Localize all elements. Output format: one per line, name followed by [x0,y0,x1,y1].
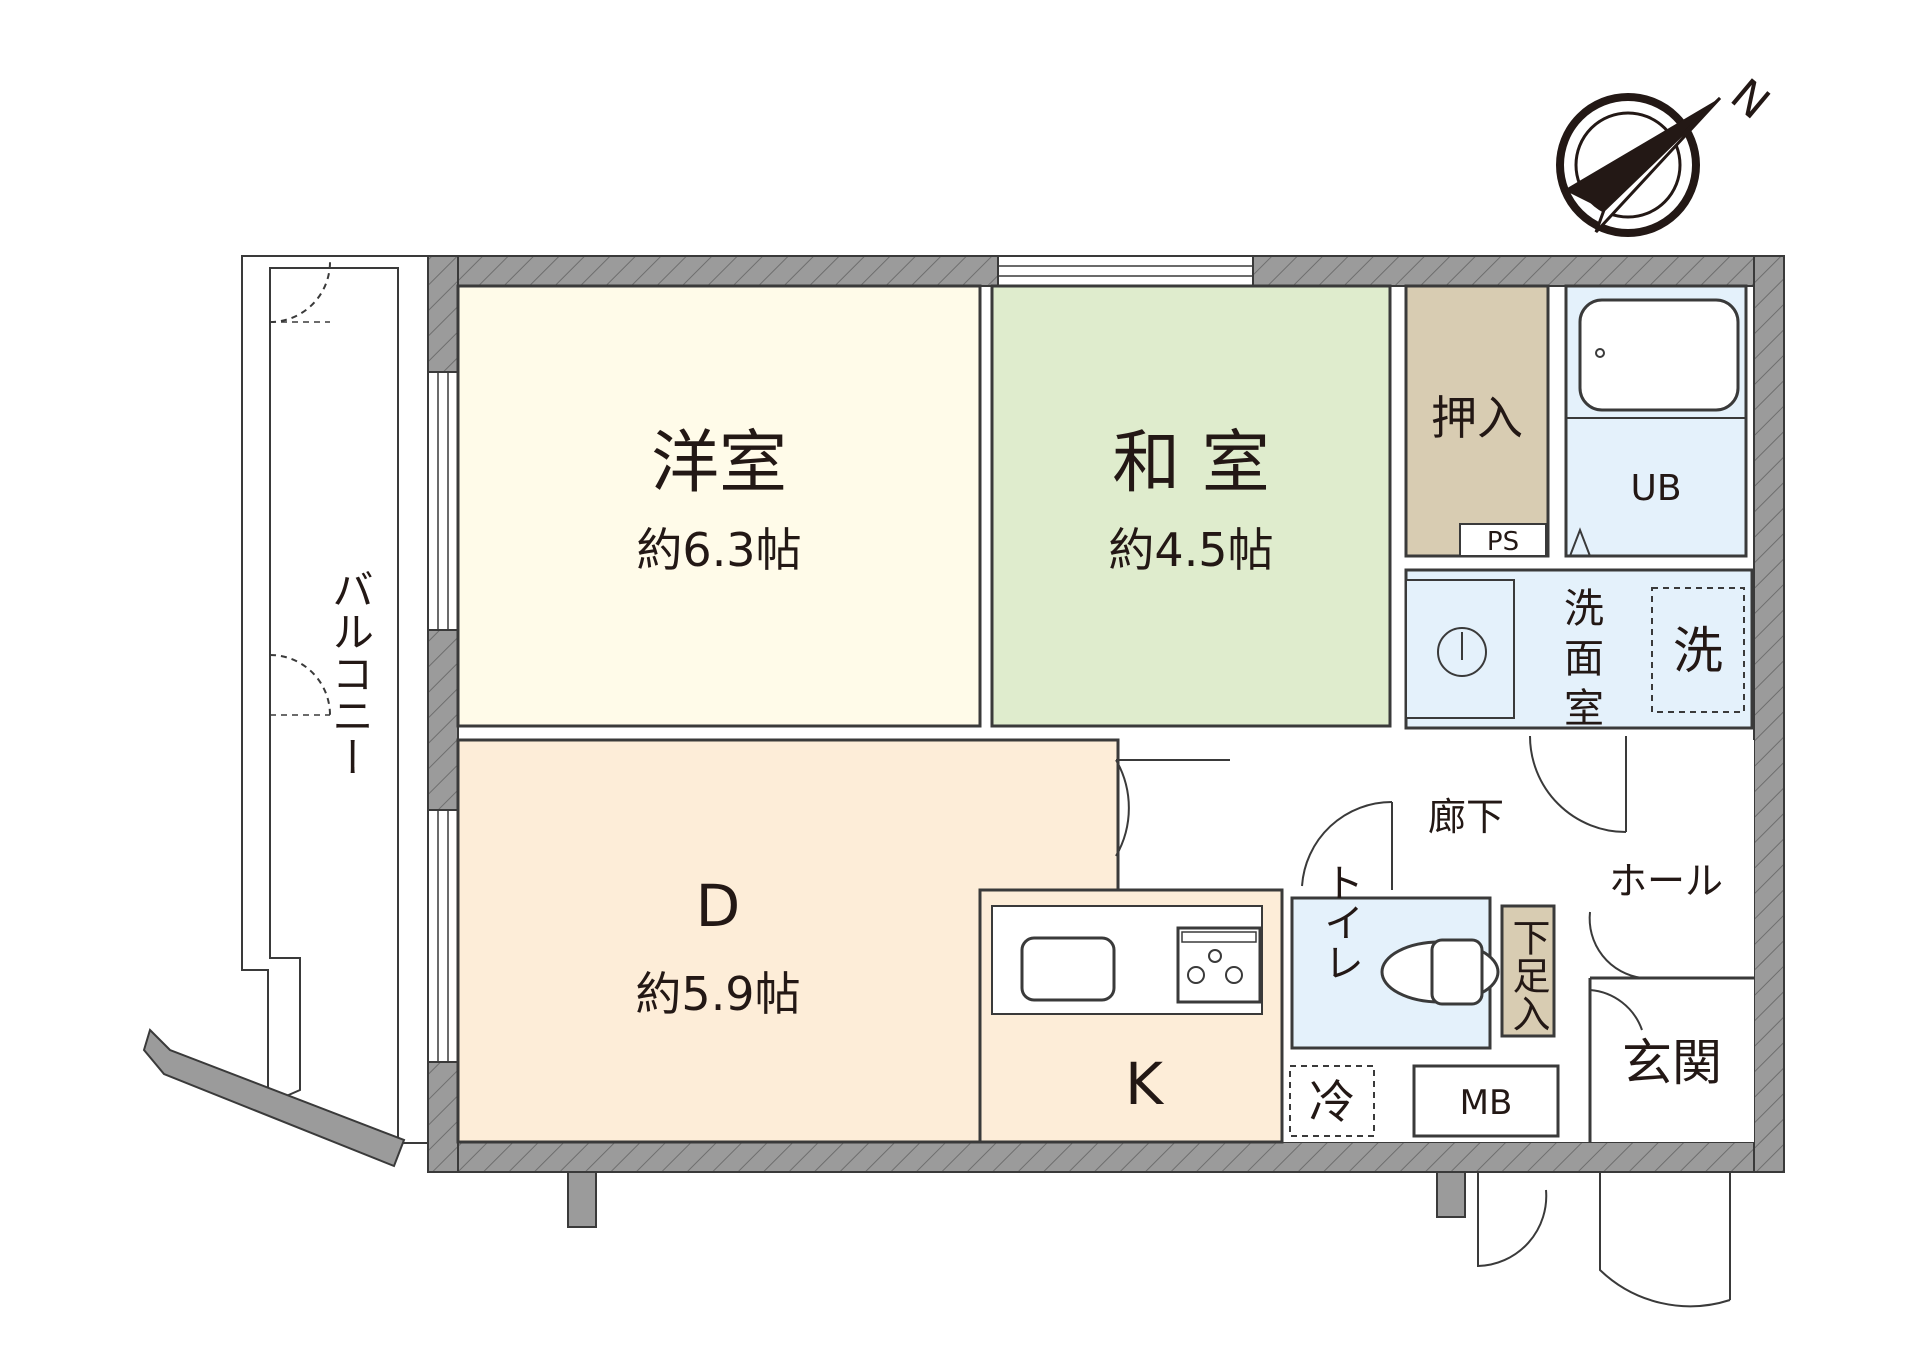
ps-box [1459,523,1547,557]
western-room-name: 洋室 [651,424,787,503]
japanese-room [990,284,1392,728]
compass-north-label: N [1721,69,1779,129]
japanese-room-name: 和 室 [1112,424,1270,503]
hall-name: ホール [1609,859,1723,903]
vanity [1405,579,1515,719]
shoe-closet-name: 下足入 [1506,918,1550,1032]
dining-name: D [696,872,741,940]
entrance-name: 玄関 [1622,1034,1722,1092]
washer-label: 洗 [1673,622,1723,680]
bath-name: UB [1630,468,1681,509]
corridor-name: 廊下 [1428,795,1504,839]
closet-area [1404,284,1550,558]
washroom-name: 洗面室 [1564,586,1604,732]
compass-icon: N [1556,69,1779,237]
kitchen-name: K [1125,1050,1165,1118]
shoe-closet [1500,904,1556,1038]
dining-size: 約5.9帖 [635,967,800,1021]
closet-name: 押入 [1431,391,1523,445]
fridge-label: 冷 [1309,1075,1355,1129]
western-room [456,284,982,728]
door-swings [1115,735,1731,1308]
balcony-name: バルコニー [326,568,375,778]
kitchen-sink [1020,936,1116,1002]
mb-box [1412,1064,1560,1138]
washer-space [1651,587,1745,713]
mb-label: MB [1460,1083,1513,1123]
balcony [142,255,429,1168]
toilet-name: トイレ [1317,862,1363,982]
outer-walls [427,255,1785,1228]
japanese-room-size: 約4.5帖 [1108,523,1273,577]
western-room-size: 約6.3帖 [636,523,801,577]
ps-label: PS [1487,527,1519,557]
bathtub [1578,298,1740,412]
stove [1176,926,1262,1004]
